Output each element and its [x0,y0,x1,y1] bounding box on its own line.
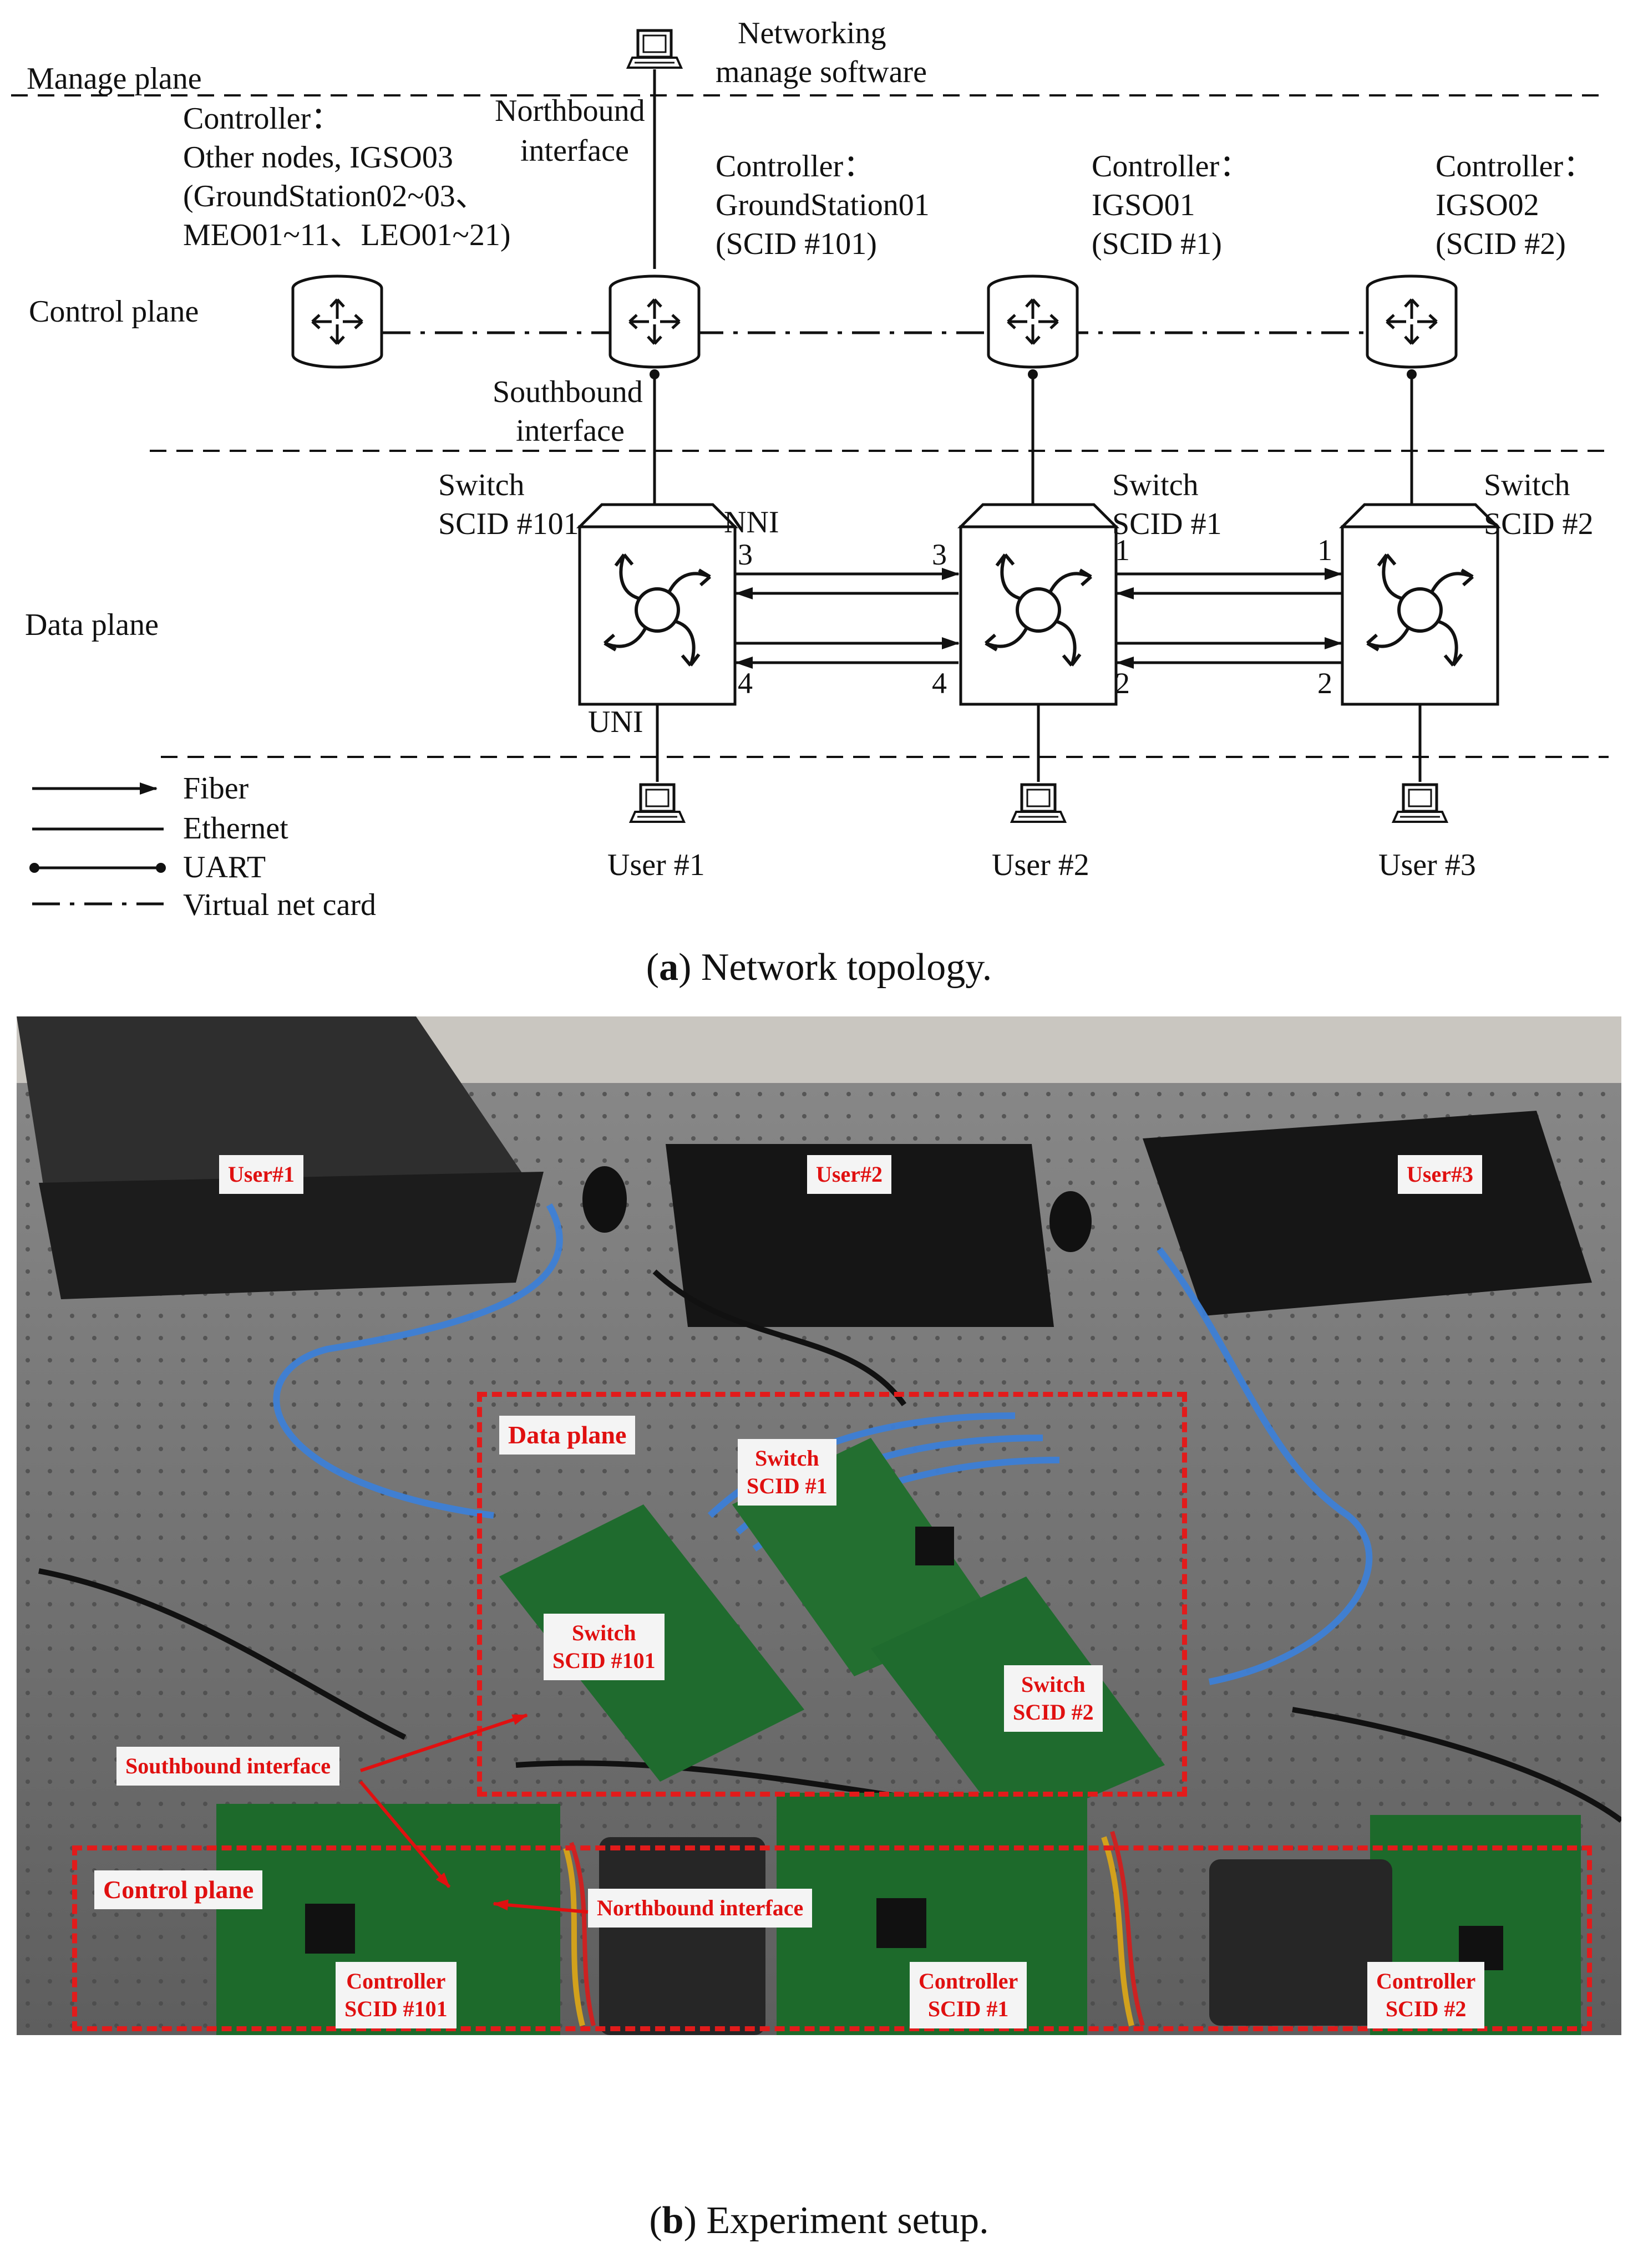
caption-b: (b) Experiment setup. [649,2199,989,2242]
legend-uart-label: UART [183,850,266,884]
fiber-links [735,568,1342,669]
controller-scid101-tag: Controller SCID #101 [336,1962,457,2028]
controller-igso01-line-2: IGSO01 [1092,188,1195,222]
controller-scid2-tag: Controller SCID #2 [1367,1962,1485,2028]
switch-scid1-line-2: SCID #1 [1112,507,1222,541]
caption-a: (a) Network topology. [646,946,992,989]
switch-scid1-icon [961,505,1116,704]
power-supply-1 [599,1837,765,2035]
caption-b-letter: b [662,2199,684,2242]
user1-laptop-icon [631,785,684,822]
power-supply-2 [1209,1859,1392,2026]
switch-scid2-line-2: SCID #2 [1484,507,1594,541]
port-label: 3 [738,538,753,571]
switch-scid101-line-1: Switch [438,468,525,502]
switch-scid101-line-2: SCID #101 [438,507,579,541]
southbound-interface-tag: Southbound interface [116,1747,340,1786]
user1-tag: User#1 [219,1155,303,1194]
switch-scid2-line-1: Switch [1484,468,1570,502]
manage-software-label-1: Networking [738,16,886,50]
manage-plane-label: Manage plane [27,62,202,96]
user2-tag: User#2 [807,1155,891,1194]
port-label: 4 [932,667,947,700]
legend-ethernet-label: Ethernet [183,811,288,846]
network-topology-diagram: Manage plane Control plane Data plane Ne… [11,16,1609,922]
legend-virtual-net-card-label: Virtual net card [183,888,376,922]
data-plane-tag: Data plane [499,1416,636,1455]
user1-label: User #1 [607,848,705,882]
nni-label: NNI [724,505,779,540]
caption-a-letter: a [659,946,679,989]
controller-gs01-line-2: GroundStation01 [716,188,930,222]
controller-igso02-router-icon [1367,276,1456,367]
controller-groundstation01-router-icon [610,276,699,367]
northbound-label-2: interface [520,134,629,168]
user2-laptop-icon [1012,785,1065,822]
southbound-label-2: interface [516,414,625,448]
user3-laptop-icon [1393,785,1447,822]
switch-scid1-line-1: Switch [1112,468,1199,502]
northbound-interface-tag: Northbound interface [588,1889,813,1928]
port-label: 4 [738,667,753,700]
switch-scid1-tag: Switch SCID #1 [738,1439,836,1506]
data-plane-label: Data plane [25,608,159,642]
port-label: 1 [1115,533,1130,567]
legend [29,782,166,906]
user3-tag: User#3 [1398,1155,1482,1194]
controller-igso01-router-icon [988,276,1077,367]
experiment-setup-photo: User#1 User#2 User#3 Data plane Switch S… [17,1016,1621,2035]
uni-label: UNI [588,705,643,739]
user3-label: User #3 [1378,848,1476,882]
controller-scid1-tag: Controller SCID #1 [910,1962,1027,2028]
controller-igso02-line-3: (SCID #2) [1436,227,1566,261]
switch-scid101-icon [580,505,735,704]
caption-b-text: Experiment setup. [696,2199,989,2242]
switch-scid2-tag: Switch SCID #2 [1004,1665,1103,1732]
controller-other-line-4: MEO01~11、LEO01~21) [183,218,510,252]
controller-other-line-3: (GroundStation02~03、 [183,179,486,213]
plane-separators [11,94,1609,758]
manage-software-label-2: manage software [716,55,927,89]
data-plane-region [477,1392,1187,1797]
control-plane-tag: Control plane [94,1870,263,1909]
controller-other-line-2: Other nodes, IGSO03 [183,140,453,175]
southbound-label-1: Southbound [493,375,643,409]
controller-gs01-line-3: (SCID #101) [716,227,877,261]
legend-fiber-label: Fiber [183,771,249,806]
manage-software-laptop-icon [628,30,681,68]
controller-igso01-line-1: Controller： [1092,149,1250,184]
switch-scid101-tag: Switch SCID #101 [544,1614,665,1680]
port-label: 2 [1317,667,1332,700]
control-plane-label: Control plane [29,294,199,329]
port-label: 1 [1317,533,1332,567]
user3-laptop [1143,1111,1592,1316]
caption-a-text: Network topology. [691,946,992,989]
controller-other-line-1: Controller： [183,101,342,136]
user2-label: User #2 [992,848,1089,882]
switch-scid2-icon [1342,505,1498,704]
controller-gs01-line-1: Controller： [716,149,874,184]
controller-igso02-line-2: IGSO02 [1436,188,1539,222]
controller-igso01-line-3: (SCID #1) [1092,227,1222,261]
port-label: 3 [932,538,947,571]
user2-laptop [666,1144,1054,1327]
port-label: 2 [1115,667,1130,700]
controller-other-router-icon [293,276,382,367]
control-plane-region [72,1845,1592,2031]
controller-igso02-line-1: Controller： [1436,149,1594,184]
northbound-label-1: Northbound [495,94,645,128]
